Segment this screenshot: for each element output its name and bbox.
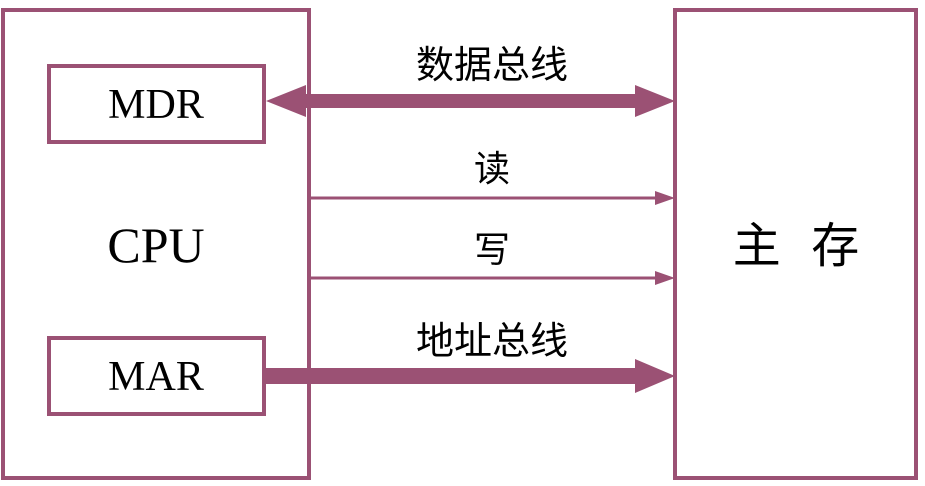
write-arrowhead bbox=[655, 271, 675, 285]
cpu-label: CPU bbox=[107, 217, 204, 273]
mdr-label: MDR bbox=[108, 82, 204, 128]
address-bus-arrow bbox=[264, 359, 675, 393]
mdr-box bbox=[47, 64, 266, 144]
data-bus-label: 数据总线 bbox=[416, 43, 568, 87]
main-memory-label: 主 存 bbox=[733, 218, 860, 274]
mar-label: MAR bbox=[108, 354, 204, 400]
write-label: 写 bbox=[474, 230, 510, 271]
main-memory-box bbox=[673, 8, 918, 480]
read-label: 读 bbox=[474, 149, 510, 190]
mar-box bbox=[47, 336, 266, 416]
read-arrowhead bbox=[655, 191, 675, 205]
data-bus-arrow bbox=[266, 85, 675, 117]
address-bus-label: 地址总线 bbox=[416, 319, 568, 363]
